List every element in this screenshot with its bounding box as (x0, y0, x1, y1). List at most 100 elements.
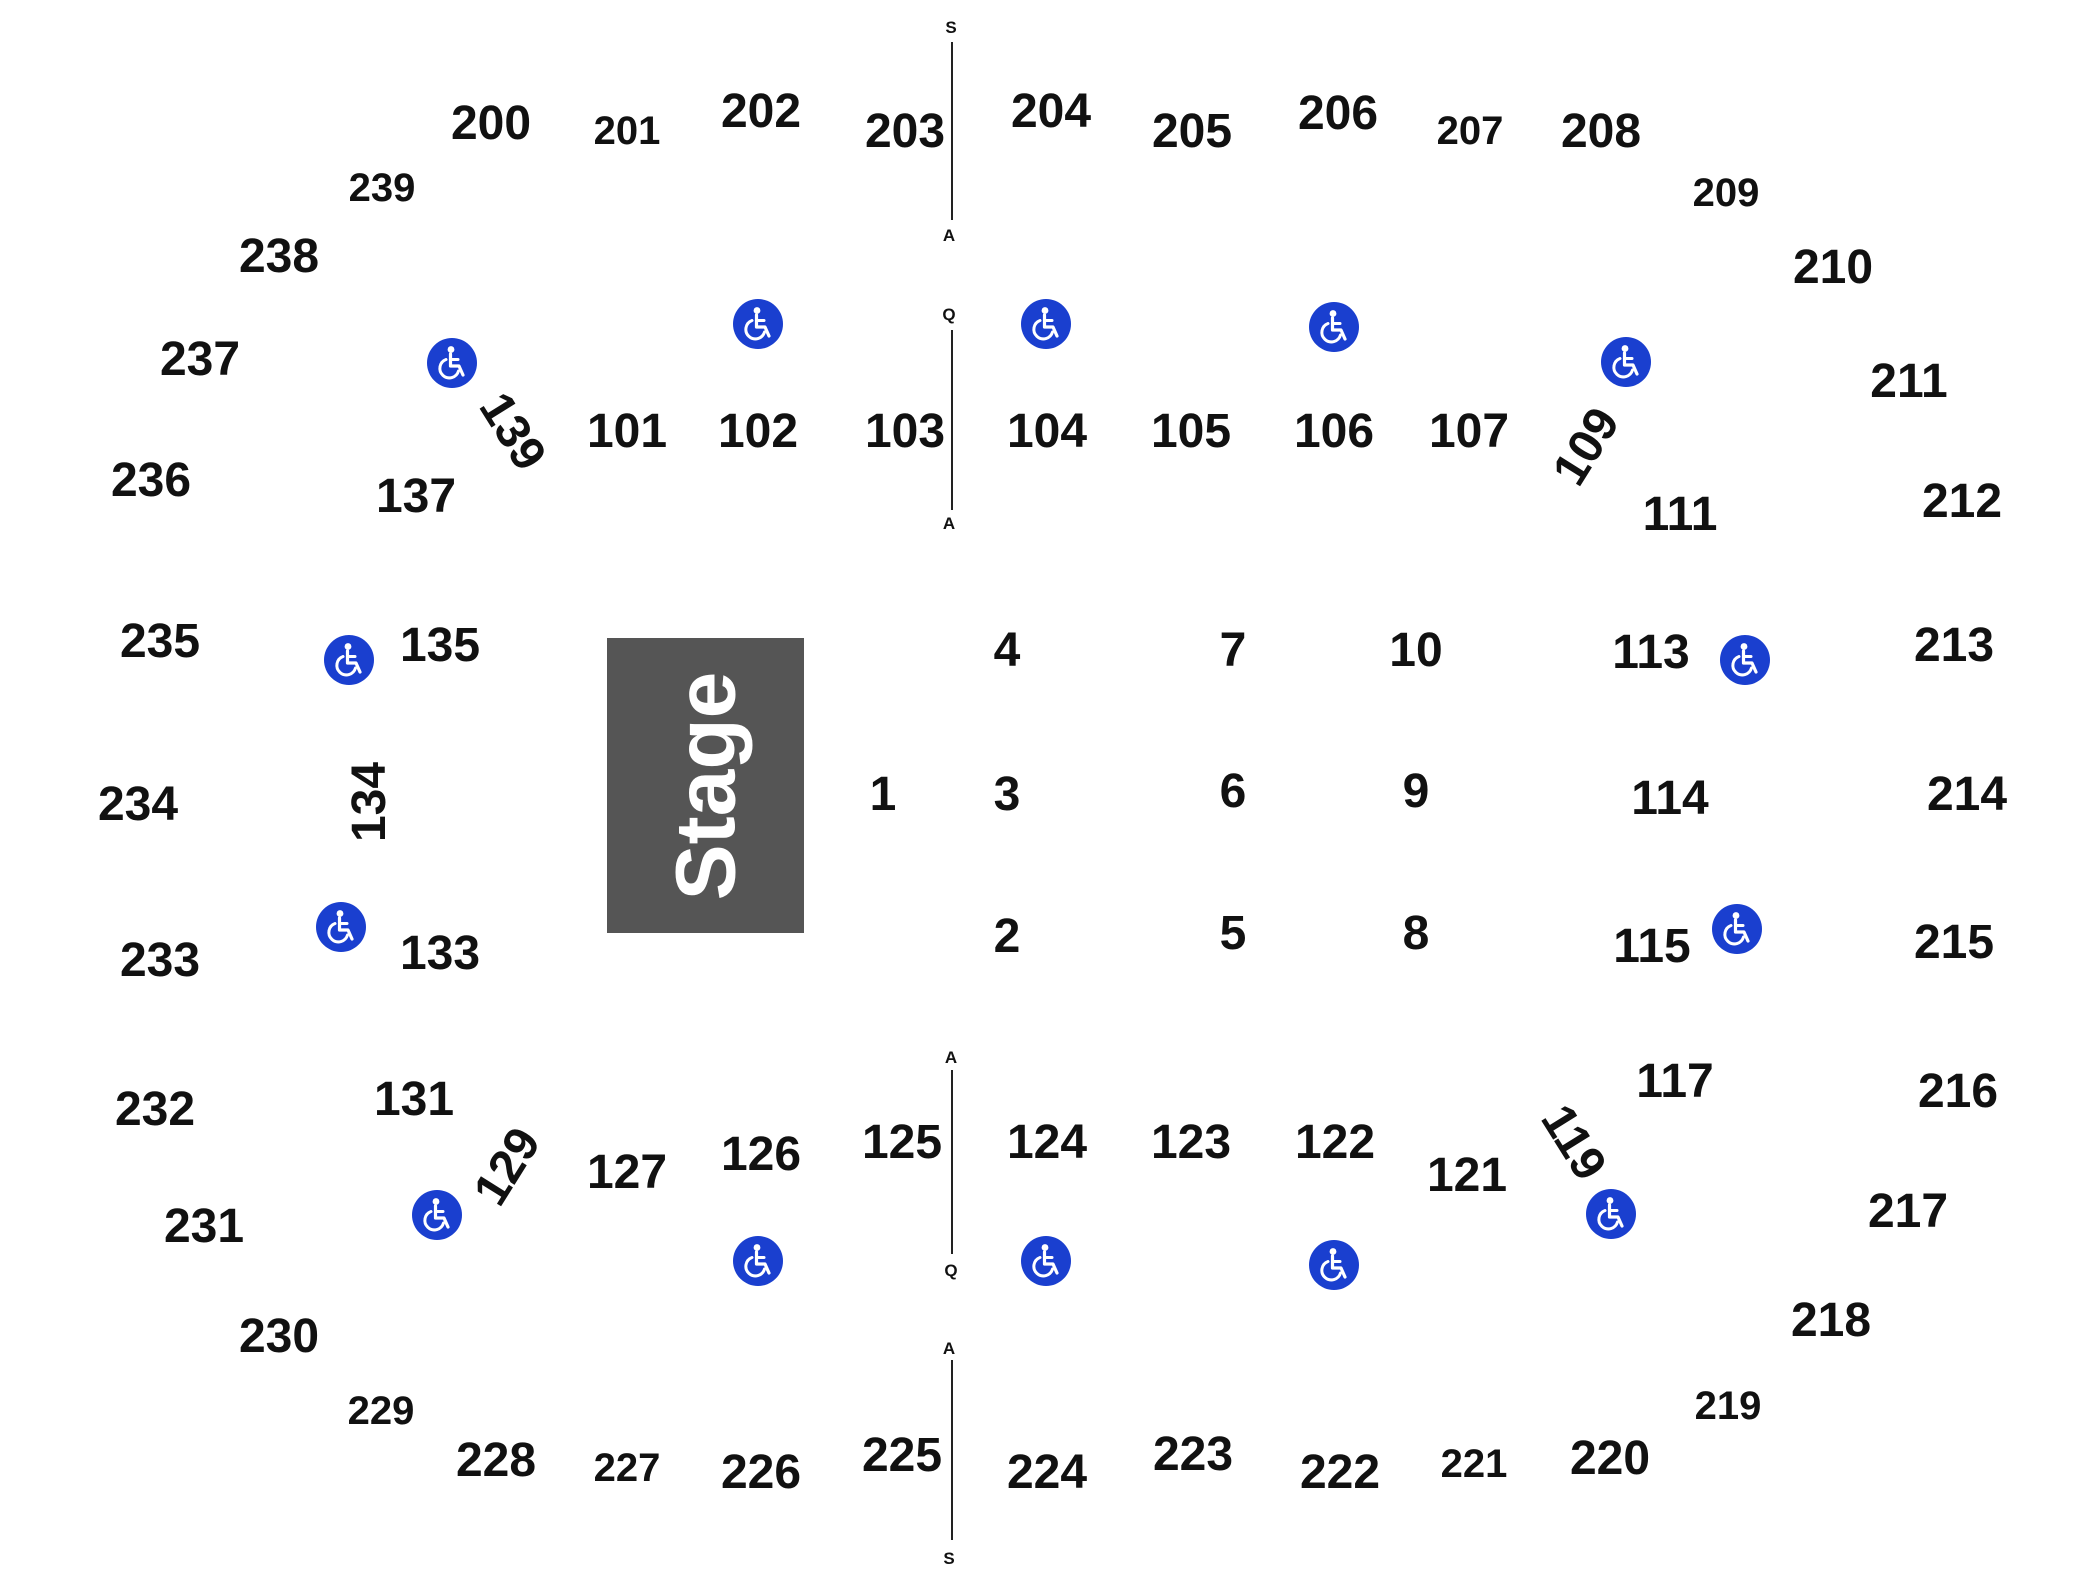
section-233[interactable]: 233 (119, 934, 201, 987)
wheelchair-icon (733, 299, 783, 349)
section-115[interactable]: 115 (1613, 920, 1691, 973)
section-234[interactable]: 234 (97, 778, 179, 831)
wheelchair-icon (733, 1236, 783, 1286)
section-104[interactable]: 104 (1006, 405, 1088, 458)
section-219[interactable]: 219 (1694, 1384, 1762, 1428)
section-217[interactable]: 217 (1867, 1185, 1949, 1238)
section-221[interactable]: 221 (1440, 1442, 1508, 1486)
section-119[interactable]: 119 (1530, 1095, 1617, 1190)
section-225[interactable]: 225 (861, 1429, 943, 1482)
section-123[interactable]: 123 (1150, 1116, 1232, 1169)
section-134[interactable]: 134 (343, 761, 396, 843)
section-231[interactable]: 231 (163, 1200, 245, 1253)
section-109[interactable]: 109 (1542, 398, 1631, 495)
section-209[interactable]: 209 (1692, 171, 1760, 215)
wheelchair-icon (1720, 635, 1770, 685)
floor-section-1[interactable]: 1 (869, 768, 897, 821)
wheelchair-icon (1309, 302, 1359, 352)
wheelchair-icon (316, 902, 366, 952)
section-232[interactable]: 232 (114, 1083, 196, 1136)
section-239[interactable]: 239 (348, 166, 416, 210)
section-129[interactable]: 129 (463, 1118, 552, 1215)
wheelchair-icon (1021, 1236, 1071, 1286)
section-230[interactable]: 230 (238, 1310, 320, 1363)
section-216[interactable]: 216 (1917, 1065, 1999, 1118)
section-204[interactable]: 204 (1010, 85, 1092, 138)
section-122[interactable]: 122 (1294, 1116, 1376, 1169)
aisle-line-lower-top (951, 330, 953, 510)
section-137[interactable]: 137 (375, 470, 457, 523)
section-101[interactable]: 101 (586, 405, 668, 458)
section-236[interactable]: 236 (110, 454, 192, 507)
row-label: A (944, 1048, 958, 1067)
section-210[interactable]: 210 (1792, 241, 1874, 294)
section-106[interactable]: 106 (1293, 405, 1375, 458)
section-211[interactable]: 211 (1870, 355, 1948, 408)
section-125[interactable]: 125 (861, 1116, 943, 1169)
section-133[interactable]: 133 (399, 927, 481, 980)
aisle-line-upper-top (951, 42, 953, 220)
section-124[interactable]: 124 (1006, 1116, 1088, 1169)
wheelchair-icon (324, 635, 374, 685)
section-237[interactable]: 237 (159, 333, 241, 386)
floor-section-3[interactable]: 3 (993, 768, 1021, 821)
section-214[interactable]: 214 (1926, 768, 2008, 821)
section-201[interactable]: 201 (593, 109, 661, 153)
floor-section-7[interactable]: 7 (1219, 624, 1247, 677)
section-229[interactable]: 229 (347, 1389, 415, 1433)
section-205[interactable]: 205 (1151, 105, 1233, 158)
section-107[interactable]: 107 (1428, 405, 1510, 458)
stage[interactable]: Stage (607, 638, 804, 933)
section-213[interactable]: 213 (1913, 619, 1995, 672)
section-206[interactable]: 206 (1297, 87, 1379, 140)
section-200[interactable]: 200 (450, 97, 532, 150)
section-121[interactable]: 121 (1426, 1149, 1508, 1202)
floor-section-4[interactable]: 4 (993, 624, 1021, 677)
aisle-line-lower-bottom (951, 1070, 953, 1254)
section-208[interactable]: 208 (1560, 105, 1642, 158)
section-117[interactable]: 117 (1636, 1055, 1714, 1108)
row-label: A (942, 226, 956, 245)
floor-section-10[interactable]: 10 (1389, 624, 1443, 677)
section-226[interactable]: 226 (720, 1446, 802, 1499)
wheelchair-icon (1712, 904, 1762, 954)
section-126[interactable]: 126 (720, 1128, 802, 1181)
section-238[interactable]: 238 (238, 230, 320, 283)
row-label: Q (944, 1261, 958, 1280)
wheelchair-icon (1601, 337, 1651, 387)
section-114[interactable]: 114 (1631, 772, 1709, 825)
section-131[interactable]: 131 (373, 1073, 455, 1126)
section-222[interactable]: 222 (1299, 1446, 1381, 1499)
section-218[interactable]: 218 (1790, 1294, 1872, 1347)
section-111[interactable]: 111 (1642, 488, 1718, 541)
row-label: Q (942, 305, 956, 324)
section-203[interactable]: 203 (864, 105, 946, 158)
section-212[interactable]: 212 (1921, 475, 2003, 528)
floor-section-5[interactable]: 5 (1219, 907, 1247, 960)
section-228[interactable]: 228 (455, 1434, 537, 1487)
section-202[interactable]: 202 (720, 85, 802, 138)
section-224[interactable]: 224 (1006, 1446, 1088, 1499)
floor-section-8[interactable]: 8 (1402, 907, 1430, 960)
section-105[interactable]: 105 (1150, 405, 1232, 458)
aisle-line-upper-bottom (951, 1360, 953, 1540)
floor-section-6[interactable]: 6 (1219, 765, 1247, 818)
section-135[interactable]: 135 (399, 619, 481, 672)
floor-section-9[interactable]: 9 (1402, 765, 1430, 818)
stage-label: Stage (658, 671, 752, 900)
section-127[interactable]: 127 (586, 1146, 668, 1199)
row-label: A (942, 514, 956, 533)
section-207[interactable]: 207 (1436, 109, 1504, 153)
section-102[interactable]: 102 (717, 405, 799, 458)
row-label: A (942, 1339, 956, 1358)
section-227[interactable]: 227 (593, 1446, 661, 1490)
section-139[interactable]: 139 (468, 383, 557, 480)
row-label: S (943, 1549, 955, 1568)
section-215[interactable]: 215 (1913, 916, 1995, 969)
section-220[interactable]: 220 (1569, 1432, 1651, 1485)
floor-section-2[interactable]: 2 (993, 910, 1021, 963)
section-113[interactable]: 113 (1612, 626, 1690, 679)
section-103[interactable]: 103 (864, 405, 946, 458)
section-223[interactable]: 223 (1152, 1428, 1234, 1481)
section-235[interactable]: 235 (119, 615, 201, 668)
